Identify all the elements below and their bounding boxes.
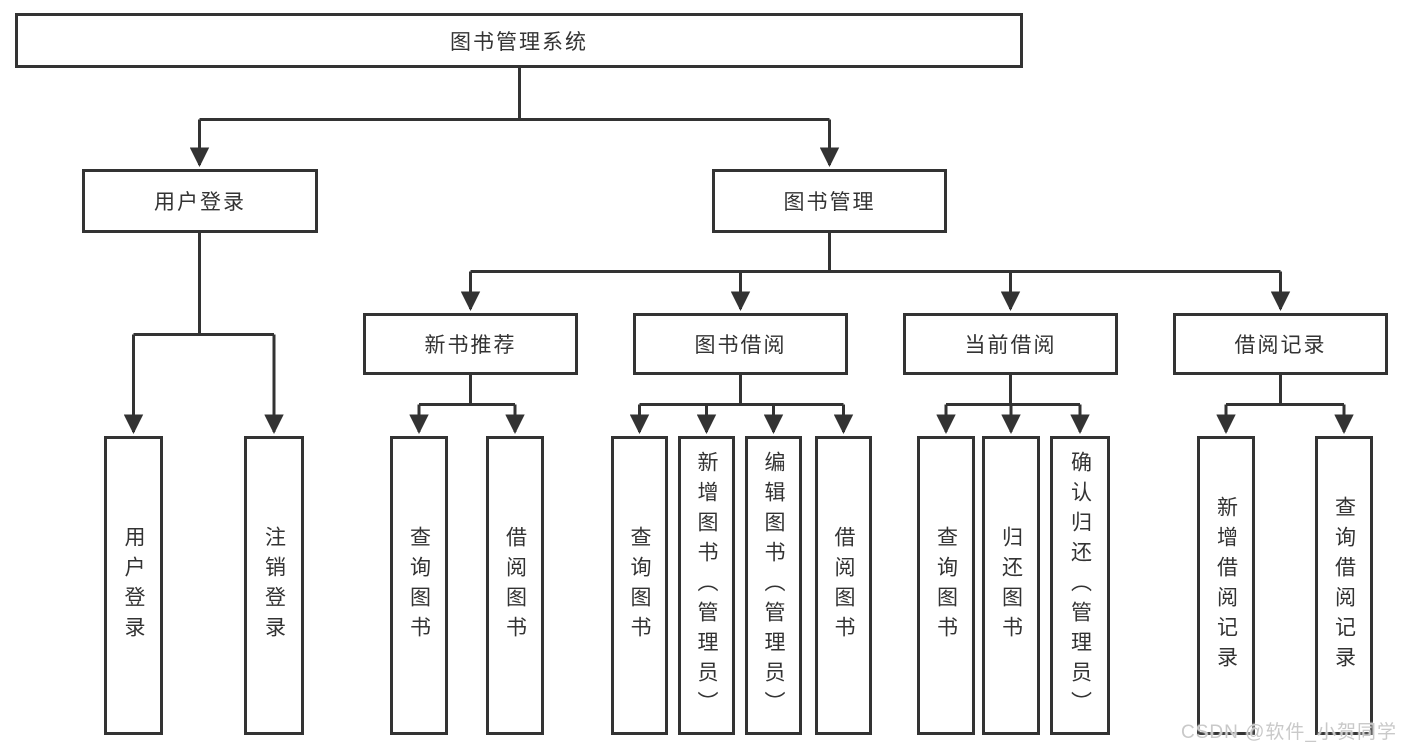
leaf-records-query-record-label: 查询借阅记录 [1332,495,1356,676]
node-book-borrowing: 图书借阅 [633,313,848,375]
node-library-management-system: 图书管理系统 [15,13,1023,68]
leaf-records-add-record: 新增借阅记录 [1197,436,1255,735]
node-new-book-recommend: 新书推荐 [363,313,578,375]
leaf-borrowing-add-books-admin-label: 新增图书（管理员） [695,450,718,721]
node-borrow-records: 借阅记录 [1173,313,1388,375]
leaf-current-return-books: 归还图书 [982,436,1040,735]
leaf-recommend-borrow-books-label: 借阅图书 [503,525,527,646]
leaf-logout: 注销登录 [244,436,304,735]
leaf-user-login-label: 用户登录 [122,525,145,646]
leaf-borrowing-query-books: 查询图书 [611,436,668,735]
leaf-records-add-record-label: 新增借阅记录 [1214,495,1238,676]
leaf-borrowing-edit-books-admin: 编辑图书（管理员） [745,436,802,735]
leaf-borrowing-add-books-admin: 新增图书（管理员） [678,436,735,735]
leaf-current-confirm-return-admin: 确认归还（管理员） [1050,436,1110,735]
node-user-login: 用户登录 [82,169,318,233]
leaf-recommend-query-books-label: 查询图书 [407,525,431,646]
leaf-user-login: 用户登录 [104,436,163,735]
leaf-recommend-query-books: 查询图书 [390,436,448,735]
csdn-watermark: CSDN @软件_小贺同学 [1181,722,1397,743]
leaf-borrowing-borrow-books: 借阅图书 [815,436,872,735]
node-book-management: 图书管理 [712,169,947,233]
node-current-borrowing: 当前借阅 [903,313,1118,375]
leaf-recommend-borrow-books: 借阅图书 [486,436,544,735]
leaf-current-return-books-label: 归还图书 [999,525,1023,646]
leaf-borrowing-borrow-books-label: 借阅图书 [832,525,855,646]
leaf-borrowing-edit-books-admin-label: 编辑图书（管理员） [762,450,785,721]
leaf-records-query-record: 查询借阅记录 [1315,436,1373,735]
leaf-current-query-books-label: 查询图书 [934,525,958,646]
leaf-current-confirm-return-admin-label: 确认归还（管理员） [1068,450,1092,721]
leaf-current-query-books: 查询图书 [917,436,975,735]
leaf-borrowing-query-books-label: 查询图书 [628,525,651,646]
leaf-logout-label: 注销登录 [262,525,286,646]
